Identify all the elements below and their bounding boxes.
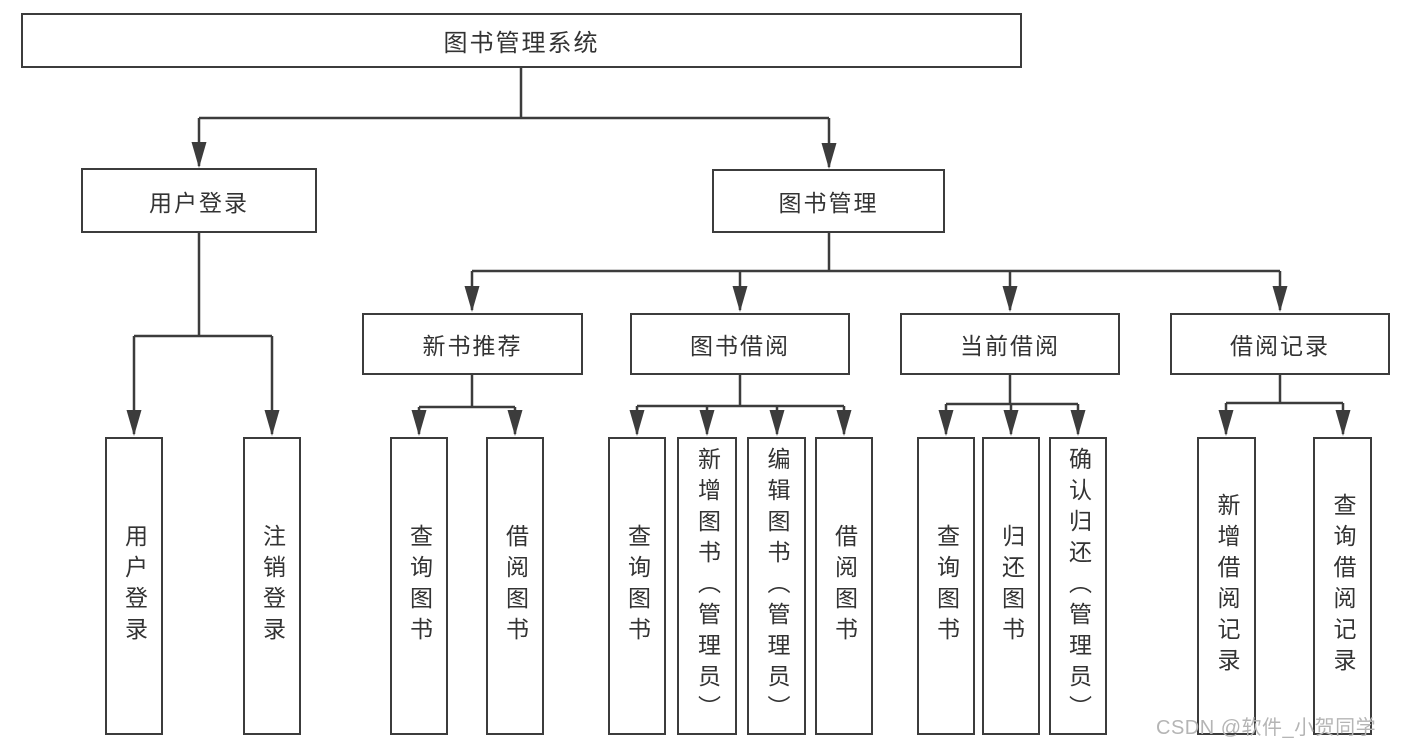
edges-current-borrowing bbox=[938, 375, 1086, 436]
node-label: 新书推荐 bbox=[422, 333, 523, 359]
node-label: 图书借阅 bbox=[690, 333, 790, 359]
node-label: 查询借阅记录 bbox=[1330, 493, 1356, 679]
node-label: 确认归还（管理员） bbox=[1065, 446, 1092, 726]
edges-root bbox=[191, 68, 837, 169]
leaf-current-query-books: 查询图书 bbox=[917, 437, 975, 735]
leaf-borrow-add-books-admin: 新增图书（管理员） bbox=[677, 437, 737, 735]
node-label: 用户登录 bbox=[121, 524, 148, 648]
edges-borrowing-records bbox=[1218, 375, 1351, 436]
node-label: 查询图书 bbox=[406, 524, 433, 648]
leaf-borrow-edit-books-admin: 编辑图书（管理员） bbox=[747, 437, 806, 735]
leaf-borrow-borrow-books: 借阅图书 bbox=[815, 437, 873, 735]
node-label: 编辑图书（管理员） bbox=[764, 446, 790, 726]
leaf-logout: 注销登录 bbox=[243, 437, 301, 735]
leaf-newbook-query-books: 查询图书 bbox=[390, 437, 448, 735]
node-label: 归还图书 bbox=[998, 524, 1025, 648]
node-book-borrowing: 图书借阅 bbox=[630, 313, 850, 375]
node-new-book-recommend: 新书推荐 bbox=[362, 313, 583, 375]
node-root: 图书管理系统 bbox=[21, 13, 1022, 68]
leaf-user-login: 用户登录 bbox=[105, 437, 163, 735]
node-user-login: 用户登录 bbox=[81, 168, 317, 233]
edges-book-management bbox=[464, 233, 1288, 312]
node-label: 查询图书 bbox=[624, 524, 651, 648]
node-label: 查询图书 bbox=[933, 524, 960, 648]
leaf-records-add-record: 新增借阅记录 bbox=[1197, 437, 1256, 735]
node-label: 借阅图书 bbox=[831, 524, 858, 648]
csdn-watermark: CSDN @软件_小贺同学 bbox=[1156, 717, 1377, 739]
node-label: 图书管理 bbox=[778, 190, 879, 216]
leaf-current-confirm-return-admin: 确认归还（管理员） bbox=[1049, 437, 1107, 735]
node-book-management: 图书管理 bbox=[712, 169, 945, 233]
node-label: 新增图书（管理员） bbox=[694, 446, 721, 726]
leaf-newbook-borrow-books: 借阅图书 bbox=[486, 437, 544, 735]
edges-book-borrowing bbox=[629, 375, 852, 436]
node-borrowing-records: 借阅记录 bbox=[1170, 313, 1390, 375]
node-current-borrowing: 当前借阅 bbox=[900, 313, 1120, 375]
node-label: 新增借阅记录 bbox=[1214, 493, 1240, 679]
edges-new-book-recommend bbox=[411, 375, 523, 436]
leaf-borrow-query-books: 查询图书 bbox=[608, 437, 666, 735]
node-label: 借阅图书 bbox=[502, 524, 529, 648]
node-label: 当前借阅 bbox=[960, 333, 1060, 359]
edges-user-login bbox=[126, 233, 280, 436]
leaf-records-query-record: 查询借阅记录 bbox=[1313, 437, 1372, 735]
node-label: 用户登录 bbox=[149, 189, 249, 216]
node-label: 图书管理系统 bbox=[443, 30, 600, 57]
node-label: 借阅记录 bbox=[1230, 333, 1330, 359]
leaf-current-return-books: 归还图书 bbox=[982, 437, 1040, 735]
node-label: 注销登录 bbox=[259, 524, 286, 648]
